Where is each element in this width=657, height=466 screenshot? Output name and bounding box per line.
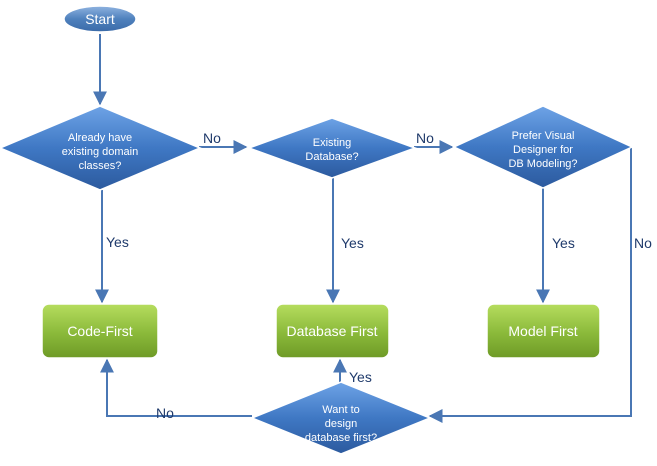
outcome-database-first: Database First (275, 303, 390, 359)
outcome-code-first-label: Code-First (67, 323, 132, 339)
edge-label-no-visual: No (634, 235, 652, 251)
decision-existing-database-line1: Existing (313, 137, 352, 149)
decision-visual-designer: Prefer Visual Designer for DB Modeling? (452, 105, 634, 189)
decision-design-db-line2: design (325, 418, 357, 430)
decision-visual-designer-line2: Designer for (513, 144, 573, 156)
decision-domain-classes: Already have existing domain classes? (0, 105, 202, 191)
decision-design-db-line3: database first? (305, 432, 377, 444)
decision-domain-classes-line2: existing domain (62, 146, 138, 158)
edge-label-no-existingdb: No (416, 130, 434, 146)
edge-label-yes-existingdb: Yes (341, 235, 364, 251)
edge-labels: No No No No Yes Yes Yes Yes (106, 130, 652, 421)
start-node: Start (63, 5, 137, 33)
connectors (93, 34, 632, 423)
decision-visual-designer-line3: DB Modeling? (508, 158, 577, 170)
edge-label-yes-domain: Yes (106, 234, 129, 250)
outcome-code-first: Code-First (41, 303, 159, 359)
edge-label-no-designdb: No (156, 405, 174, 421)
decision-design-db-line1: Want to (322, 404, 360, 416)
edge-designdb-no (100, 358, 252, 417)
decision-domain-classes-line1: Already have (68, 132, 132, 144)
decision-domain-classes-line3: classes? (79, 160, 122, 172)
decision-design-database-first: Want to design database first? (249, 381, 433, 455)
decision-visual-designer-line1: Prefer Visual (512, 130, 575, 142)
edge-label-yes-visual: Yes (552, 235, 575, 251)
outcome-model-first-label: Model First (508, 323, 577, 339)
decision-existing-database-line2: Database? (305, 151, 358, 163)
outcome-database-first-label: Database First (286, 323, 377, 339)
decision-existing-database: Existing Database? (246, 117, 418, 179)
edge-visual-no (428, 147, 632, 423)
edge-label-no-domain: No (203, 130, 221, 146)
start-label: Start (85, 11, 115, 27)
outcome-model-first: Model First (486, 303, 601, 359)
edge-label-yes-designdb: Yes (349, 369, 372, 385)
